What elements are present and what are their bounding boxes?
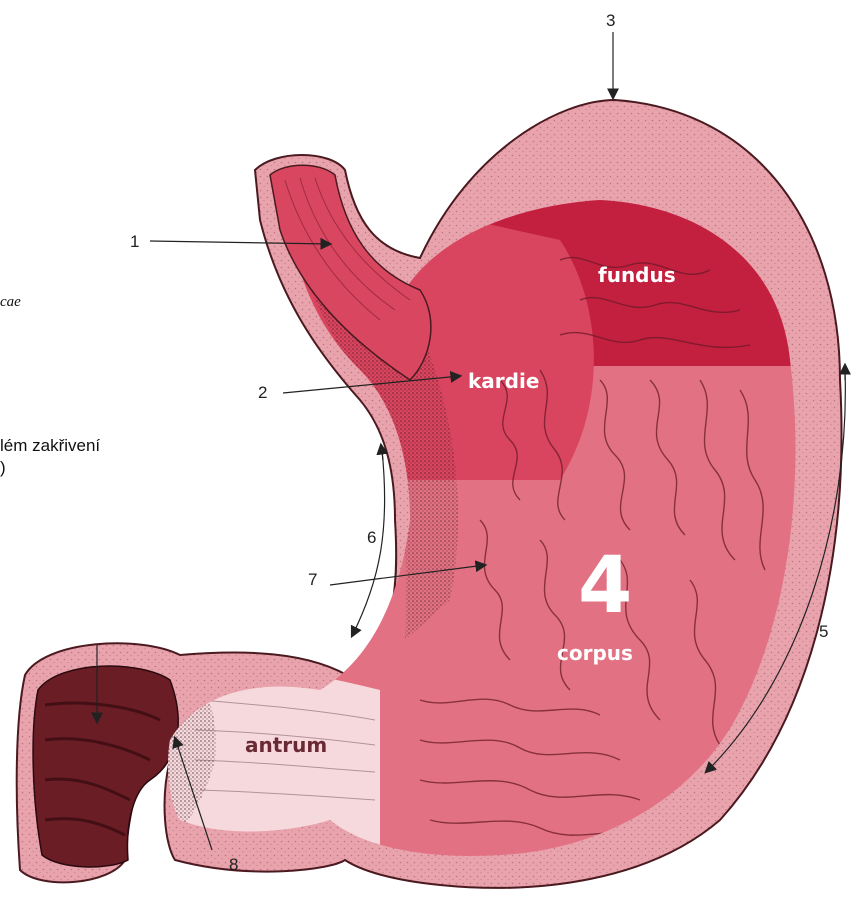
callout-3: 3 [606, 11, 615, 30]
corpus-number: 4 [578, 541, 632, 631]
fundus-label: fundus [598, 263, 676, 287]
side-text-line-2: ) [0, 458, 6, 478]
side-text-fragment: cae [0, 294, 21, 311]
callout-7: 7 [308, 570, 317, 589]
kardie-label: kardie [468, 369, 539, 393]
callout-6: 6 [367, 528, 376, 547]
duodenum [33, 666, 178, 867]
corpus-label: corpus [557, 641, 633, 665]
side-text-line-1: lém zakřivení [0, 436, 100, 456]
callout-1: 1 [130, 232, 139, 251]
callout-2: 2 [258, 383, 267, 402]
callout-8: 8 [229, 855, 238, 874]
antrum-label: antrum [245, 733, 327, 757]
callout-5: 5 [819, 622, 828, 641]
